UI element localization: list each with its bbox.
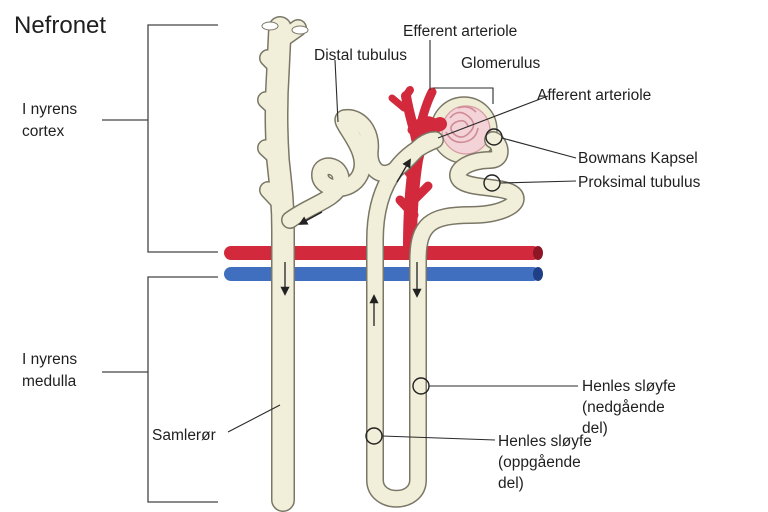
label-efferent-arteriole: Efferent arteriole <box>403 23 517 40</box>
glomerulus <box>430 96 498 164</box>
label-proksimal-tubulus: Proksimal tubulus <box>578 174 701 191</box>
label-henles-opp-line3: del) <box>498 475 524 492</box>
leader-lines <box>227 40 578 441</box>
flow-arrows <box>280 158 422 326</box>
label-henles-ned-line1: Henles sløyfe <box>582 378 676 395</box>
page-title: Nefronet <box>14 12 106 39</box>
label-henles-opp-line1: Henles sløyfe <box>498 433 592 450</box>
label-distal-tubulus: Distal tubulus <box>314 47 407 64</box>
label-henles-opp-line2: (oppgående <box>498 454 581 471</box>
nephron-tubule <box>281 108 525 508</box>
medulla-bracket <box>102 276 218 503</box>
cortex-bracket <box>102 24 218 253</box>
label-henles-ned-line3: del) <box>582 420 608 437</box>
label-bowmans-kapsel: Bowmans Kapsel <box>578 150 698 167</box>
label-samleror: Samlerør <box>152 427 216 444</box>
medulla-label-line2: medulla <box>22 373 77 390</box>
medulla-label-line1: I nyrens <box>22 351 77 368</box>
cortex-label-line2: cortex <box>22 123 64 140</box>
label-henles-ned-line2: (nedgående <box>582 399 665 416</box>
cortex-label-line1: I nyrens <box>22 101 77 118</box>
collecting-duct <box>257 16 309 512</box>
afferent-arteriole-vessel <box>407 116 441 135</box>
label-afferent-arteriole: Afferent arteriole <box>537 87 651 104</box>
label-glomerulus: Glomerulus <box>461 55 540 72</box>
